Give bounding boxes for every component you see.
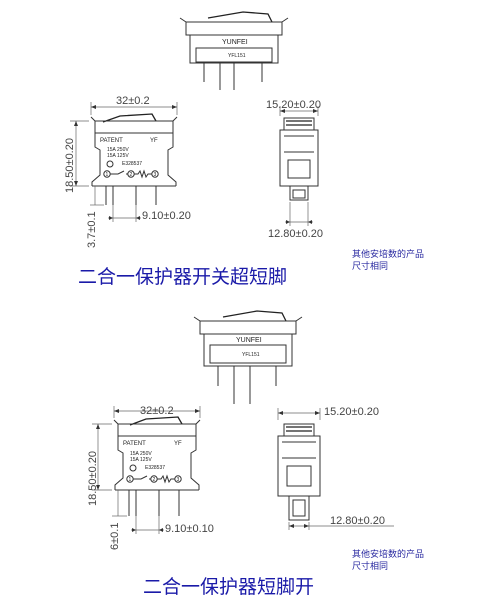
height-dim-1: 18.50±0.20 <box>64 138 76 193</box>
height-dim-2: 18.50±0.20 <box>87 451 99 506</box>
rating-125v: 15A 125V <box>107 153 129 159</box>
brand-label: YUNFEI <box>222 39 248 46</box>
terminal-3-2: 3 <box>177 477 180 483</box>
rating-125v-2: 15A 125V <box>130 457 152 463</box>
yf-label-2: YF <box>174 441 182 447</box>
pin-pitch-dim-1: 9.10±0.20 <box>142 210 191 222</box>
width-dim-2: 32±0.2 <box>140 405 174 417</box>
note-line2-1: 尺寸相同 <box>352 260 388 272</box>
cert-label-2: E328537 <box>145 465 165 471</box>
note-line1-2: 其他安培数的产品 <box>352 548 424 560</box>
cert-label: E328537 <box>122 161 142 167</box>
brand-label-2: YUNFEI <box>236 337 262 344</box>
switch-symbol-icon-2 <box>133 475 151 480</box>
depth-dim-2: 15.20±0.20 <box>324 406 379 418</box>
terminal-2: 2 <box>130 172 133 178</box>
model-label: YFL151 <box>228 53 246 59</box>
resistor-symbol-icon <box>134 169 152 179</box>
terminal-2-2: 2 <box>153 477 156 483</box>
pin-length-dim-1: 3.7±0.1 <box>86 211 98 248</box>
base-dim-2: 12.80±0.20 <box>330 515 385 527</box>
title-1: 二合一保护器开关超短脚 <box>78 266 287 288</box>
side-view-1: 15.20±0.20 12.80±0.20 <box>266 99 323 240</box>
patent-label-2: PATENT <box>123 441 146 447</box>
terminal-1: 1 <box>106 172 109 178</box>
pin-pitch-dim-2: 9.10±0.10 <box>165 523 214 535</box>
width-dim-1: 32±0.2 <box>116 95 150 107</box>
rating-250v-2: 15A 250V <box>130 451 152 457</box>
cert-mark-icon <box>106 160 114 168</box>
note-line1-1: 其他安培数的产品 <box>352 248 424 260</box>
cert-mark-icon-2 <box>129 464 137 472</box>
model-label-2: YFL151 <box>242 352 260 358</box>
rating-250v: 15A 250V <box>107 147 129 153</box>
top-view-1: YUNFEI YFL151 <box>179 11 289 90</box>
front-dims-2: 32±0.2 18.50±0.20 6±0.1 9.10±0.10 <box>87 405 214 550</box>
terminal-1-2: 1 <box>129 477 132 483</box>
depth-dim-1: 15.20±0.20 <box>266 99 321 111</box>
terminal-3: 3 <box>154 172 157 178</box>
patent-label: PATENT <box>100 138 123 144</box>
front-dims-1: 32±0.2 18.50±0.20 3.7±0.1 9.10±0.20 <box>64 95 191 248</box>
section-1: YUNFEI YFL151 PATENT YF 15A 250V 15A 125… <box>64 11 424 288</box>
top-view-2: YUNFEI YFL151 <box>193 310 303 404</box>
side-view-2: 15.20±0.20 12.80±0.20 <box>277 406 394 530</box>
front-view-1: PATENT YF 15A 250V 15A 125V E328537 1 2 … <box>90 113 178 205</box>
section-2: YUNFEI YFL151 PATENT YF 15A 250V 15A 125… <box>87 310 424 598</box>
front-view-2: PATENT YF 15A 250V 15A 125V E328537 1 2 … <box>113 416 201 516</box>
note-line2-2: 尺寸相同 <box>352 560 388 572</box>
yf-label: YF <box>150 138 158 144</box>
base-dim-1: 12.80±0.20 <box>268 228 323 240</box>
title-2: 二合一保护器短脚开 <box>143 576 314 598</box>
switch-symbol-icon <box>110 170 128 175</box>
pin-length-dim-2: 6±0.1 <box>109 523 121 550</box>
resistor-symbol-icon-2 <box>157 474 175 484</box>
